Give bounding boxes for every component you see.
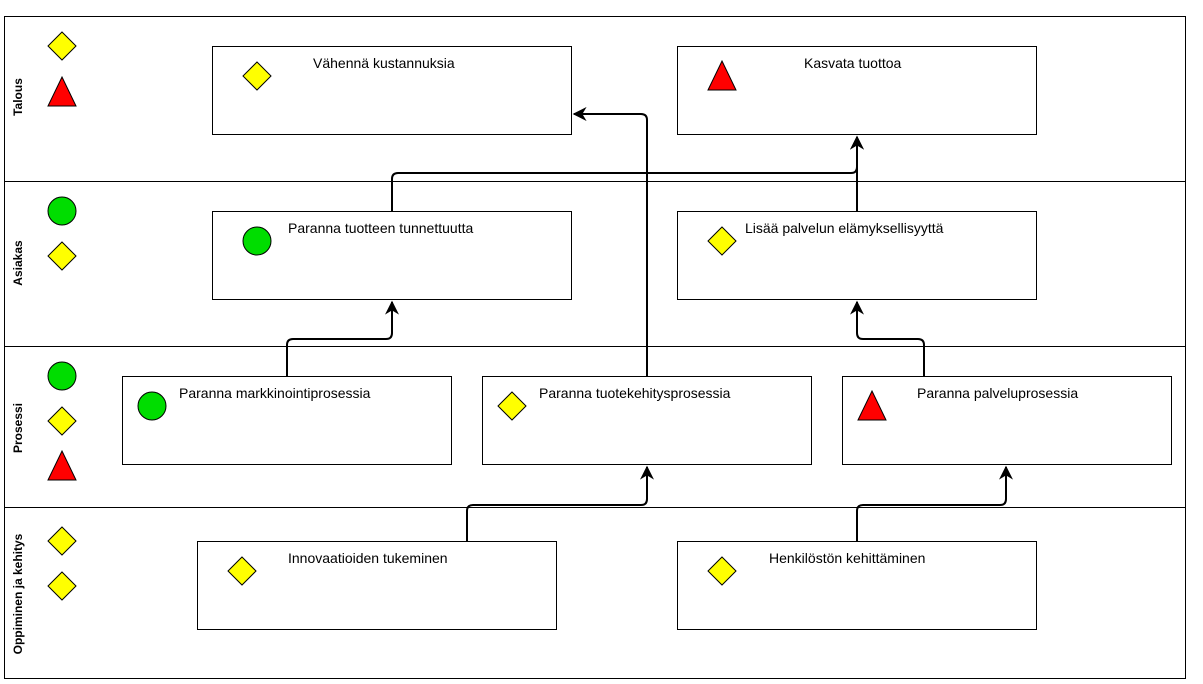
connector-innovaatiot-tuotekehitys [466, 465, 654, 541]
objective-title: Kasvata tuottoa [804, 55, 902, 71]
yellow-diamond-icon [47, 406, 77, 436]
red-triangle-icon [707, 59, 737, 91]
green-circle-icon [47, 196, 77, 226]
objective-innovaatioiden-tukeminen[interactable]: Innovaatioiden tukeminen [197, 541, 557, 630]
objective-title: Henkilöstön kehittäminen [769, 550, 926, 566]
objective-henkiloston-kehittaminen[interactable]: Henkilöstön kehittäminen [677, 541, 1037, 630]
objective-paranna-markkinointiprosessia[interactable]: Paranna markkinointiprosessia [122, 376, 452, 465]
green-circle-icon [47, 361, 77, 391]
red-triangle-icon [857, 389, 887, 421]
connector-tuotekehitys-vahenna [572, 107, 648, 376]
connector-markkinointi-tunnettuus [286, 300, 399, 376]
objective-title: Lisää palvelun elämyksellisyyttä [745, 220, 944, 236]
objective-title: Vähennä kustannuksia [313, 55, 455, 71]
objective-title: Paranna tuotteen tunnettuutta [288, 220, 474, 236]
yellow-diamond-icon [707, 226, 737, 256]
connector-palvelu-elamyksellisyys [850, 300, 925, 376]
connectors [286, 107, 1013, 541]
yellow-diamond-icon [497, 391, 527, 421]
objective-vahenna-kustannuksia[interactable]: Vähennä kustannuksia [212, 46, 572, 135]
yellow-diamond-icon [47, 241, 77, 271]
objective-title: Paranna markkinointiprosessia [179, 385, 371, 401]
yellow-diamond-icon [47, 31, 77, 61]
objective-status-icons [137, 59, 887, 586]
objective-paranna-tuotteen-tunnettuutta[interactable]: Paranna tuotteen tunnettuutta [212, 211, 572, 300]
green-circle-icon [137, 391, 167, 421]
connector-tunnettuus-kasvata [391, 135, 864, 211]
green-circle-icon [242, 226, 272, 256]
red-triangle-icon [47, 75, 77, 107]
yellow-diamond-icon [47, 526, 77, 556]
yellow-diamond-icon [227, 556, 257, 586]
objective-paranna-tuotekehitysprosessia[interactable]: Paranna tuotekehitysprosessia [482, 376, 812, 465]
yellow-diamond-icon [242, 61, 272, 91]
objective-lisaa-palvelun-elamyksellisyytta[interactable]: Lisää palvelun elämyksellisyyttä [677, 211, 1037, 300]
red-triangle-icon [47, 449, 77, 481]
yellow-diamond-icon [707, 556, 737, 586]
yellow-diamond-icon [47, 571, 77, 601]
objective-kasvata-tuottoa[interactable]: Kasvata tuottoa [677, 46, 1037, 135]
objective-title: Paranna tuotekehitysprosessia [539, 385, 731, 401]
objective-title: Innovaatioiden tukeminen [288, 550, 448, 566]
connector-henkilosto-palvelu [856, 465, 1013, 541]
objective-title: Paranna palveluprosessia [917, 385, 1079, 401]
status-legend [47, 31, 77, 601]
objective-paranna-palveluprosessia[interactable]: Paranna palveluprosessia [842, 376, 1172, 465]
